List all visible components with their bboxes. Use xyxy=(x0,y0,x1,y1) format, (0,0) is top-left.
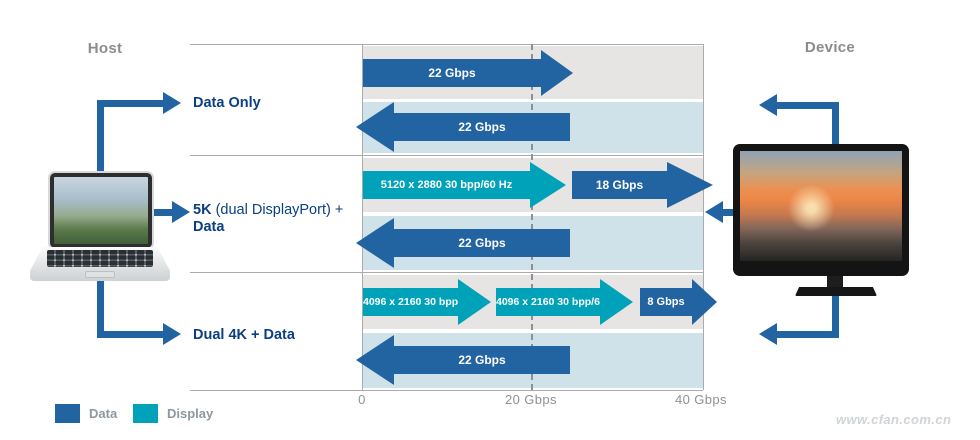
row1-label: Data Only xyxy=(193,95,261,111)
arrow-row2-data-forward: 18 Gbps xyxy=(572,162,713,208)
arrowhead-left-icon xyxy=(356,102,394,152)
legend-display-label: Display xyxy=(167,406,214,421)
laptop-keyboard xyxy=(47,250,153,267)
arrow-label: 22 Gbps xyxy=(363,59,541,87)
laptop-screen xyxy=(50,173,152,248)
arrowhead-right-icon xyxy=(530,162,566,208)
arrow-label: 4096 x 2160 30 bpp/60 Hz xyxy=(363,288,489,316)
laptop-touchpad xyxy=(85,271,115,278)
host-arrow-top-icon xyxy=(163,92,181,114)
gridline-20gbps xyxy=(531,44,533,390)
arrowhead-right-icon xyxy=(600,279,633,325)
arrow-label: 4096 x 2160 30 bpp/60 Hz xyxy=(496,288,622,316)
arrow-label: 22 Gbps xyxy=(394,346,570,374)
row2-label-data: Data xyxy=(193,219,225,235)
row2-label: 5K (dual DisplayPort) + Data xyxy=(193,202,343,236)
watermark: www.cfan.com.cn xyxy=(836,412,952,427)
axis-tick-0: 0 xyxy=(358,392,366,407)
arrow-label: 5120 x 2880 30 bpp/60 Hz xyxy=(363,171,530,199)
arrow-row1-data-forward: 22 Gbps xyxy=(363,50,573,96)
chart-left-border xyxy=(362,44,363,390)
host-connector-top-arm xyxy=(97,100,163,107)
legend-display-swatch xyxy=(133,404,158,423)
arrow-row1-data-reverse: 22 Gbps xyxy=(356,102,570,152)
laptop-base xyxy=(30,247,170,281)
arrow-label: 22 Gbps xyxy=(394,229,570,257)
legend-data-label: Data xyxy=(89,406,118,421)
monitor-screen xyxy=(740,151,902,261)
axis-tick-20gbps: 20 Gbps xyxy=(505,392,557,407)
arrow-label: 22 Gbps xyxy=(394,113,570,141)
device-connector-bottom-arm xyxy=(777,331,839,338)
section-divider-1 xyxy=(190,155,703,156)
device-connector-top-arm xyxy=(777,102,839,109)
host-connector-mid-arm xyxy=(148,209,172,216)
host-arrow-mid-icon xyxy=(172,201,190,223)
monitor-bezel xyxy=(733,144,909,276)
device-column-title: Device xyxy=(804,39,856,56)
arrow-row3-display-4k-1: 4096 x 2160 30 bpp/60 Hz xyxy=(363,279,491,325)
arrowhead-right-icon xyxy=(667,162,713,208)
axis-tick-40gbps: 40 Gbps xyxy=(675,392,727,407)
row2-label-5k: 5K xyxy=(193,202,212,218)
chart-right-border xyxy=(703,44,704,390)
device-arrow-bottom-icon xyxy=(759,323,777,345)
section-divider-bottom xyxy=(190,390,703,391)
arrowhead-right-icon xyxy=(692,279,717,325)
row3-label: Dual 4K + Data xyxy=(193,327,295,343)
section-divider-2 xyxy=(190,272,703,273)
arrow-row3-data-forward: 8 Gbps xyxy=(640,279,717,325)
arrow-row3-display-4k-2: 4096 x 2160 30 bpp/60 Hz xyxy=(496,279,633,325)
arrowhead-right-icon xyxy=(541,50,573,96)
host-column-title: Host xyxy=(87,40,123,57)
arrow-row3-data-reverse: 22 Gbps xyxy=(356,335,570,385)
arrowhead-right-icon xyxy=(458,279,491,325)
legend-data-swatch xyxy=(55,404,80,423)
host-connector-bottom-arm xyxy=(97,331,163,338)
host-arrow-bottom-icon xyxy=(163,323,181,345)
section-divider-top xyxy=(190,44,703,45)
arrow-row2-data-reverse: 22 Gbps xyxy=(356,218,570,268)
arrowhead-left-icon xyxy=(356,335,394,385)
device-arrow-top-icon xyxy=(759,94,777,116)
arrow-row2-display-5k: 5120 x 2880 30 bpp/60 Hz xyxy=(363,162,566,208)
monitor-stand-neck xyxy=(827,276,843,287)
arrow-label: 18 Gbps xyxy=(572,171,667,199)
monitor-stand-base xyxy=(795,287,877,296)
arrow-label: 8 Gbps xyxy=(640,288,692,316)
row2-label-detail: (dual DisplayPort) + xyxy=(211,202,344,218)
arrowhead-left-icon xyxy=(356,218,394,268)
